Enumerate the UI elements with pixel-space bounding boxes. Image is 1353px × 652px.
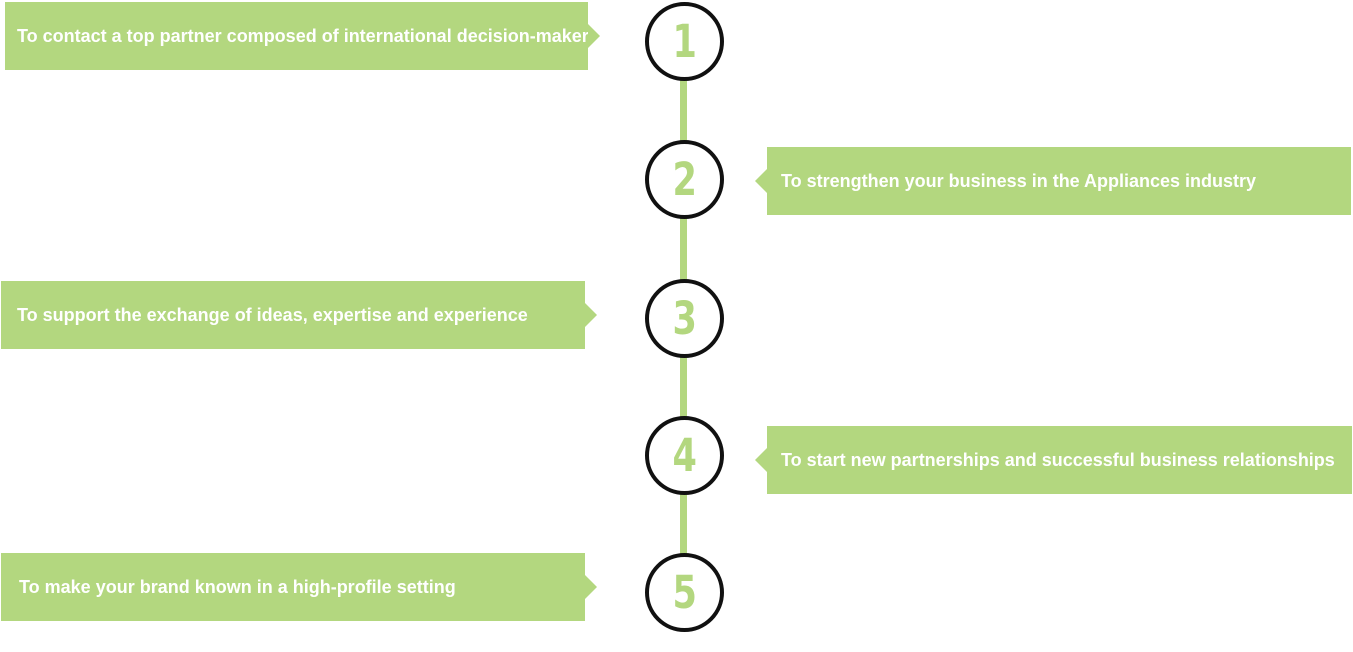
step-4-text: To start new partnerships and successful… [781,449,1335,470]
step-2-text: To strengthen your business in the Appli… [781,170,1257,191]
step-4-circle: 4 [645,416,724,495]
timeline-connector [680,77,687,141]
step-4-number: 4 [672,429,697,482]
step-5-circle: 5 [645,553,724,632]
timeline-connector [680,354,687,417]
timeline-connector [680,215,687,280]
step-3-circle: 3 [645,279,724,358]
timeline-connector [680,491,687,554]
step-5-callout: To make your brand known in a high-profi… [1,553,597,621]
step-5-number: 5 [672,566,697,619]
step-2-callout: To strengthen your business in the Appli… [755,147,1351,215]
step-3-callout: To support the exchange of ideas, expert… [1,281,597,349]
step-3-text: To support the exchange of ideas, expert… [17,304,528,325]
step-4-callout: To start new partnerships and successful… [755,426,1352,494]
step-1-number: 1 [672,15,697,68]
step-5-text: To make your brand known in a high-profi… [19,576,456,597]
step-1-circle: 1 [645,2,724,81]
step-1-callout: To contact a top partner composed of int… [5,2,600,70]
step-2-number: 2 [672,153,697,206]
step-3-number: 3 [672,292,697,345]
step-1-text: To contact a top partner composed of int… [17,25,599,46]
step-2-circle: 2 [645,140,724,219]
